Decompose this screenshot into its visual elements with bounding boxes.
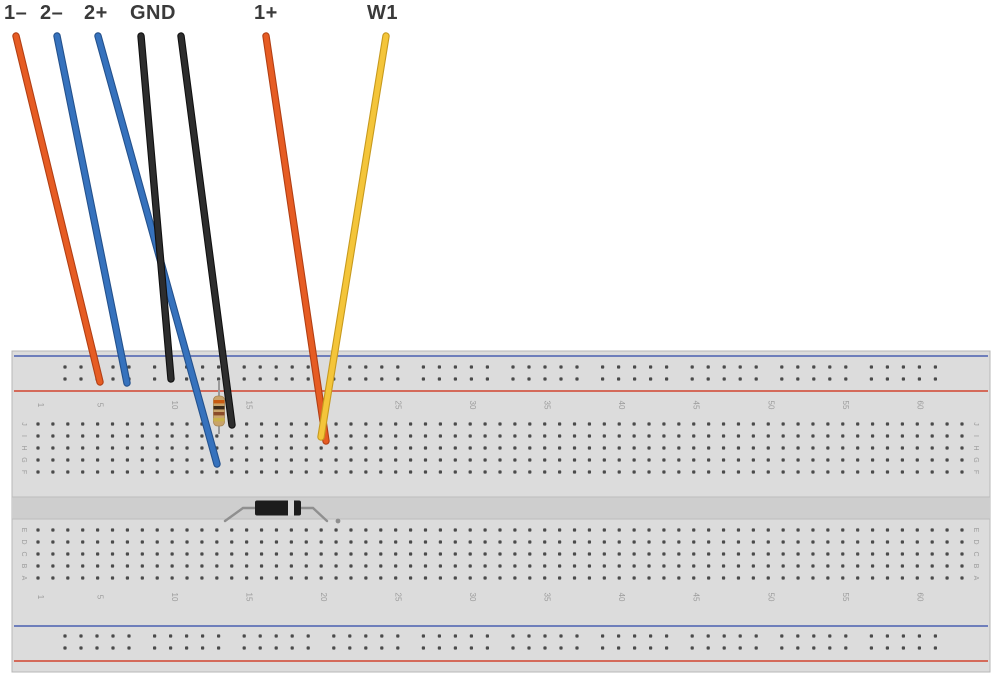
wire-ground-a <box>137 32 175 383</box>
svg-text:I: I <box>972 435 979 437</box>
svg-text:15: 15 <box>245 593 254 602</box>
svg-text:10: 10 <box>170 401 179 410</box>
svg-text:20: 20 <box>319 593 328 602</box>
svg-text:A: A <box>972 576 979 581</box>
wire-label-2-minus: 2– <box>40 2 64 24</box>
breadboard: 1155101015152020252530303535404045455050… <box>11 350 991 673</box>
svg-text:I: I <box>20 435 27 437</box>
svg-text:D: D <box>972 539 979 544</box>
svg-text:50: 50 <box>766 401 775 410</box>
svg-text:B: B <box>972 564 979 569</box>
wire-label-w1: W1 <box>367 2 398 24</box>
breadboard-holes <box>36 365 964 650</box>
svg-text:60: 60 <box>915 593 924 602</box>
resistor <box>213 380 225 434</box>
svg-text:30: 30 <box>468 593 477 602</box>
svg-text:40: 40 <box>617 593 626 602</box>
wire-scope1-positive <box>262 32 330 445</box>
svg-text:5: 5 <box>96 403 105 408</box>
svg-text:G: G <box>972 457 979 462</box>
svg-text:F: F <box>20 470 27 474</box>
svg-text:D: D <box>20 539 27 544</box>
svg-text:40: 40 <box>617 401 626 410</box>
svg-text:30: 30 <box>468 401 477 410</box>
wire-label-1-plus: 1+ <box>254 2 278 24</box>
svg-text:55: 55 <box>841 593 850 602</box>
svg-text:F: F <box>972 470 979 474</box>
svg-text:B: B <box>20 564 27 569</box>
svg-text:1: 1 <box>36 403 45 408</box>
diode <box>223 500 341 524</box>
svg-text:1: 1 <box>36 595 45 600</box>
svg-text:H: H <box>20 445 27 450</box>
svg-text:45: 45 <box>692 593 701 602</box>
svg-text:35: 35 <box>543 593 552 602</box>
svg-text:55: 55 <box>841 401 850 410</box>
wire-wavegen-w1 <box>317 32 390 441</box>
svg-text:A: A <box>20 576 27 581</box>
svg-text:45: 45 <box>692 401 701 410</box>
svg-text:10: 10 <box>170 593 179 602</box>
svg-text:60: 60 <box>915 401 924 410</box>
svg-text:50: 50 <box>766 593 775 602</box>
wire-ground-b <box>177 32 236 429</box>
svg-text:E: E <box>20 528 27 533</box>
wire-scope2-negative <box>53 32 131 387</box>
svg-text:C: C <box>20 551 27 556</box>
jumper-wires <box>12 32 390 468</box>
svg-text:J: J <box>972 422 979 426</box>
svg-text:5: 5 <box>96 595 105 600</box>
wire-scope1-negative <box>12 32 104 386</box>
svg-text:35: 35 <box>543 401 552 410</box>
svg-text:15: 15 <box>245 401 254 410</box>
wire-label-1-minus: 1– <box>4 2 28 24</box>
wire-label-2-plus: 2+ <box>84 2 108 24</box>
svg-text:G: G <box>20 457 27 462</box>
svg-text:C: C <box>972 551 979 556</box>
svg-text:25: 25 <box>394 593 403 602</box>
svg-text:J: J <box>20 422 27 426</box>
svg-text:25: 25 <box>394 401 403 410</box>
svg-text:H: H <box>972 445 979 450</box>
wire-label-gnd: GND <box>130 2 176 24</box>
svg-text:E: E <box>972 528 979 533</box>
